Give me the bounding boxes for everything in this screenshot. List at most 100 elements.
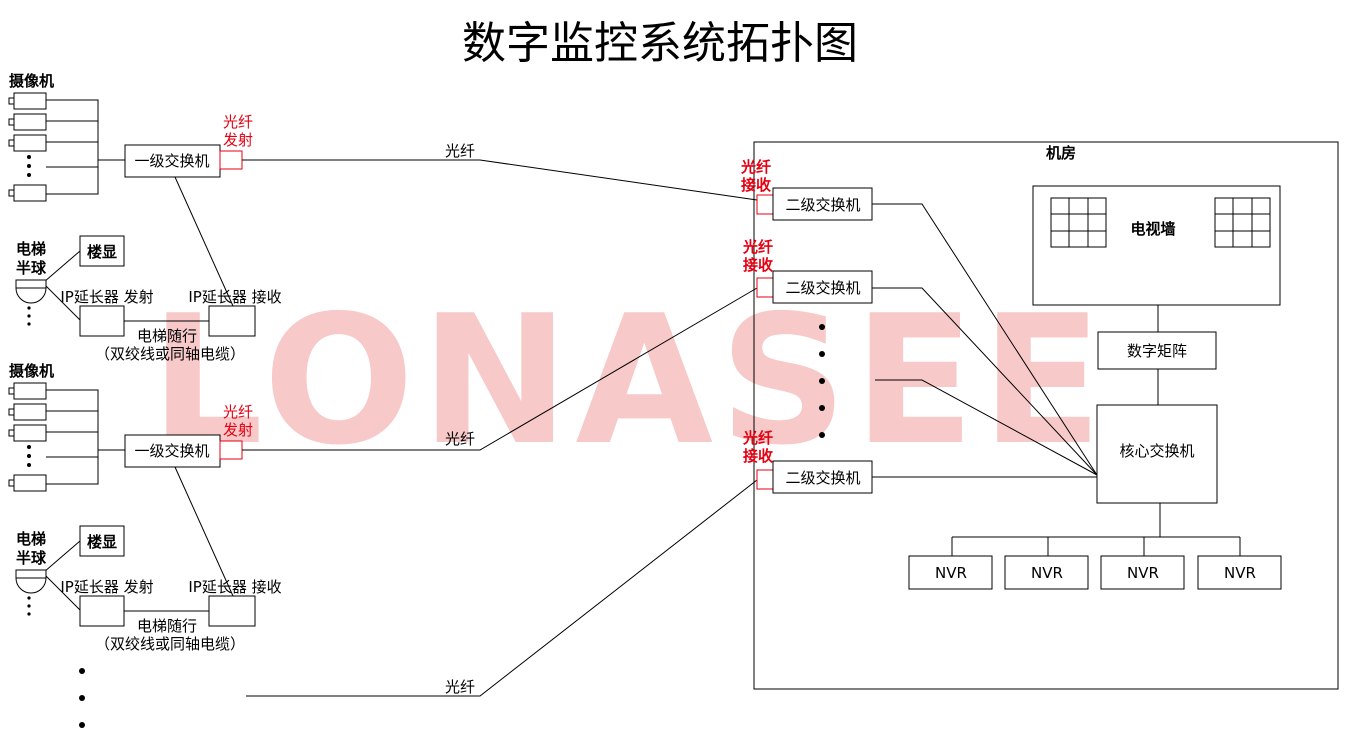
fiber-rx-box xyxy=(756,277,774,298)
camera-link xyxy=(46,389,99,485)
video-wall-grid xyxy=(1050,197,1107,248)
fiber-rx-box xyxy=(756,194,774,215)
camera-lens xyxy=(8,139,15,147)
level1-switch-box xyxy=(124,144,221,178)
ellipsis-dot xyxy=(27,445,31,449)
core-link xyxy=(872,287,1098,476)
ellipsis-dot xyxy=(79,695,85,701)
dome-camera xyxy=(15,577,47,594)
camera-lens xyxy=(8,387,15,395)
camera xyxy=(13,184,47,202)
level2-switch-box xyxy=(772,270,873,304)
fiber-label: 光纤 xyxy=(445,430,475,448)
dome-link xyxy=(43,250,81,283)
ip-ext-rx-label: IP延长器 接收 xyxy=(188,288,281,306)
ellipsis-dot xyxy=(819,405,825,411)
ellipsis-dot xyxy=(27,173,31,177)
fiber-label: 光纤 xyxy=(445,678,475,696)
ip-ext-rx-label: IP延长器 接收 xyxy=(188,578,281,596)
level2-switch-label: 二级交换机 xyxy=(785,196,860,214)
camera-label: 摄像机 xyxy=(9,72,54,90)
fiber-tx-label: 发射 xyxy=(223,421,253,439)
level1-switch-label: 一级交换机 xyxy=(134,152,209,170)
fiber-rx-label: 接收 xyxy=(741,176,771,194)
elevator-dome-label: 电梯 xyxy=(16,530,46,548)
fiber-tx-box xyxy=(219,440,243,460)
page-title: 数字监控系统拓扑图 xyxy=(462,18,858,69)
dome-link xyxy=(43,540,81,573)
camera-lens xyxy=(8,97,15,105)
fiber-tx-box xyxy=(219,150,243,170)
nvr-box xyxy=(1197,555,1282,590)
fiber-rx-label: 光纤 xyxy=(742,429,773,447)
camera xyxy=(13,113,47,131)
nvr-label: NVR xyxy=(1224,564,1256,582)
camera xyxy=(13,474,47,492)
video-wall-box xyxy=(1032,185,1281,306)
camera xyxy=(13,134,47,152)
watermark: LONASEE xyxy=(150,277,1109,484)
elevator-dome-label: 电梯 xyxy=(16,240,46,258)
core-switch-box xyxy=(1096,404,1218,504)
ellipsis-dot xyxy=(27,463,31,467)
camera-lens xyxy=(8,189,15,197)
ip-ext-tx-box xyxy=(79,305,125,337)
level2-switch-label: 二级交换机 xyxy=(785,279,860,297)
ip-ext-link xyxy=(174,466,234,597)
ellipsis-dot xyxy=(819,432,825,438)
floor-display-box xyxy=(79,525,125,557)
level2-switch-label: 二级交换机 xyxy=(785,469,860,487)
fiber-tx-label: 发射 xyxy=(223,131,253,149)
dome-camera xyxy=(15,287,47,304)
ellipsis-dot xyxy=(819,378,825,384)
ellipsis-dot xyxy=(79,668,85,674)
level1-switch-label: 一级交换机 xyxy=(134,442,209,460)
dome-link xyxy=(45,285,81,321)
nvr-label: NVR xyxy=(1127,564,1159,582)
ellipsis-dot xyxy=(27,596,31,600)
camera-lens xyxy=(8,118,15,126)
camera-lens xyxy=(8,408,15,416)
camera-lens xyxy=(8,429,15,437)
fiber-rx-label: 接收 xyxy=(743,256,773,274)
nvr-box xyxy=(1100,555,1185,590)
ellipsis-dot xyxy=(819,351,825,357)
elevator-cable-label: 电梯随行 xyxy=(137,327,197,345)
nvr-box xyxy=(908,555,993,590)
fiber-tx-label: 光纤 xyxy=(223,113,253,131)
fiber-link xyxy=(242,159,758,201)
core-link xyxy=(872,203,1098,476)
camera-link xyxy=(46,99,99,195)
video-wall-label: 电视墙 xyxy=(1130,220,1175,238)
ellipsis-dot xyxy=(27,164,31,168)
elevator-dome-label: 半球 xyxy=(16,549,47,567)
camera xyxy=(13,382,47,400)
digital-matrix-label: 数字矩阵 xyxy=(1127,342,1187,360)
ip-ext-rx-box xyxy=(208,305,256,337)
ip-ext-tx-label: IP延长器 发射 xyxy=(60,288,153,306)
ip-ext-link xyxy=(174,176,234,307)
fiber-rx-box xyxy=(756,469,774,490)
elevator-cable-label: 电梯随行 xyxy=(137,617,197,635)
floor-display-label: 楼显 xyxy=(87,533,117,551)
ellipsis-dot xyxy=(27,604,31,608)
ellipsis-dot xyxy=(27,454,31,458)
fiber-rx-label: 光纤 xyxy=(740,158,771,176)
fiber-link xyxy=(242,287,758,451)
cable-type-label: （双绞线或同轴电缆） xyxy=(95,345,245,363)
ellipsis-dot xyxy=(27,612,31,616)
core-link xyxy=(875,379,1098,476)
dome-camera-base xyxy=(15,569,47,579)
fiber-rx-label: 接收 xyxy=(743,447,773,465)
ip-ext-tx-label: IP延长器 发射 xyxy=(60,578,153,596)
camera xyxy=(13,92,47,110)
level2-switch-box xyxy=(772,187,873,221)
ip-ext-rx-box xyxy=(208,595,256,627)
camera-label: 摄像机 xyxy=(9,362,54,380)
ellipsis-dot xyxy=(27,322,31,326)
ellipsis-dot xyxy=(79,722,85,728)
core-switch-label: 核心交换机 xyxy=(1119,442,1194,460)
fiber-tx-label: 光纤 xyxy=(223,403,253,421)
camera-lens xyxy=(8,479,15,487)
